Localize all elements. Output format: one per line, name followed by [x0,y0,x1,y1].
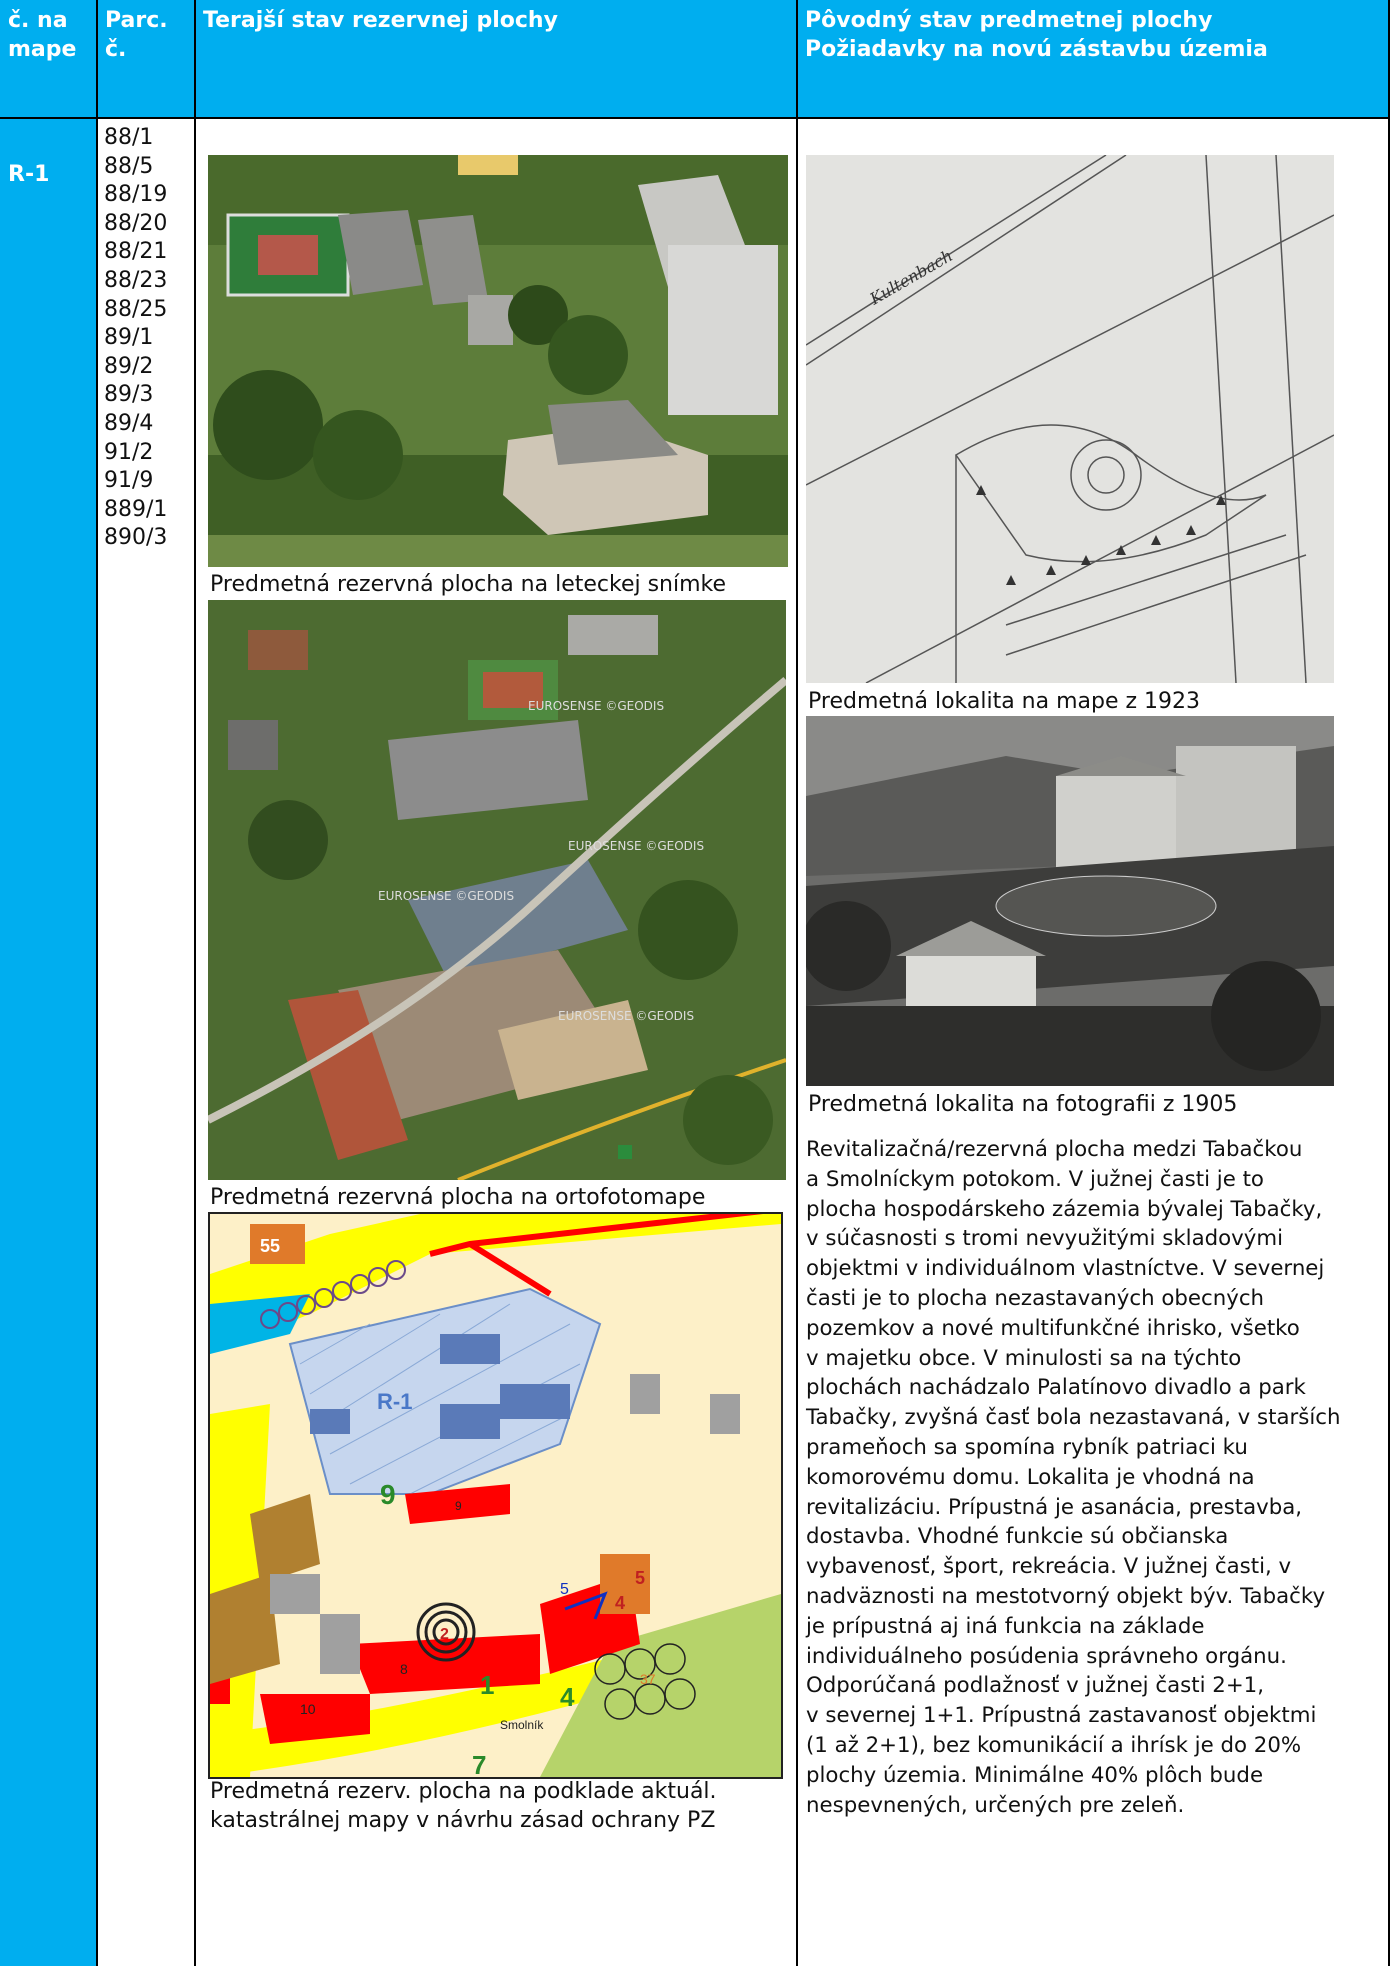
grid-line [0,117,1390,119]
grid-line [1388,0,1390,1966]
description-line: a Smolníckym potokom. V južnej časti je … [806,1166,1264,1192]
description-line: Odporúčaná podlažnosť v južnej časti 2+1… [806,1673,1264,1699]
header-col2: Parc. č. [97,0,195,118]
photo-1905-caption: Predmetná lokalita na fotografii z 1905 [808,1092,1238,1117]
description-line: komorovému domu. Lokalita je vhodná na [806,1464,1255,1490]
map-label: 5 [635,1568,645,1588]
parcel-item: 89/1 [104,325,154,351]
orthophoto: EUROSENSE ©GEODIS EUROSENSE ©GEODIS EURO… [208,600,786,1180]
description-line: plochy územia. Minimálne 40% plôch bude [806,1762,1264,1788]
parcel-item: 88/19 [104,182,168,208]
description-line: objektmi v individuálnom vlastníctve. V … [806,1256,1325,1282]
parcel-list: 88/1 88/5 88/19 88/20 88/21 88/23 88/25 … [104,124,167,553]
aerial-photo [208,155,788,567]
map-label: 9 [380,1479,396,1510]
map-label: 1 [480,1670,494,1700]
cadastral-caption-line1: Predmetná rezerv. plocha na podklade akt… [210,1779,717,1804]
header-col1: č. na mape [0,0,97,118]
map-label: 4 [615,1593,625,1613]
map-label: Smolník [500,1718,544,1732]
description-line: plochách nachádzalo Palatínovo divadlo a… [806,1375,1306,1401]
description-line: je prípustná aj iná funkcia na základe [806,1613,1205,1639]
parcel-item: 89/4 [104,410,154,436]
description-line: plocha hospodárskeho zázemia bývalej Tab… [806,1196,1323,1222]
description-text: Revitalizačná/rezervná plocha medzi Taba… [806,1135,1386,1820]
parcel-item: 91/2 [104,439,154,465]
aerial-caption: Predmetná rezervná plocha na leteckej sn… [210,572,727,597]
description-line: Revitalizačná/rezervná plocha medzi Taba… [806,1137,1303,1162]
map-label: 4 [560,1682,575,1712]
map-label: 55 [260,1236,280,1256]
description-line: nespevnených, určených pre zeleň. [806,1792,1185,1818]
description-line: nadväznosti na mestotvorný objekt býv. T… [806,1583,1326,1609]
watermark: EUROSENSE ©GEODIS [528,699,664,713]
parcel-item: 88/1 [104,125,154,150]
map-label: 10 [300,1701,316,1717]
header-col2-text: Parc. č. [105,8,168,62]
description-line: individuálneho posúdenia správneho orgán… [806,1643,1287,1669]
description-line: v majetku obce. V minulosti sa na týchto [806,1345,1242,1371]
map-label: 37 [640,1671,656,1687]
parcel-item: 88/20 [104,210,168,236]
description-line: revitalizáciu. Prípustná je asanácia, pr… [806,1494,1303,1520]
map-label: 7 [472,1750,486,1777]
description-line: prameňoch sa spomína rybník patriaci ku [806,1434,1248,1460]
parcel-item: 890/3 [104,525,168,551]
ortho-caption: Predmetná rezervná plocha na ortofotomap… [210,1185,706,1210]
parcel-item: 88/21 [104,239,168,265]
map-label-r1: R-1 [377,1389,412,1414]
parcel-item: 88/5 [104,153,154,179]
cadastral-map: R-1 55 9 9 4 5 10 8 2 1 5 4 7 Smolník 37 [208,1212,783,1779]
parcel-item: 88/25 [104,296,168,322]
cadastral-caption-line2: katastrálnej mapy v návrhu zásad ochrany… [210,1808,716,1833]
header-col4: Pôvodný stav predmetnej plochy Požiadavk… [797,0,1390,118]
grid-line [96,0,98,1966]
watermark: EUROSENSE ©GEODIS [568,839,704,853]
historic-map-1923: Kultenbach [806,155,1334,683]
header-col4-line2: Požiadavky na novú zástavbu územia [805,37,1268,62]
parcel-item: 91/9 [104,468,154,494]
watermark: EUROSENSE ©GEODIS [378,889,514,903]
description-line: Tabačky, zvyšná časť bola nezastavaná, v… [806,1405,1341,1431]
map-label: 2 [440,1626,449,1643]
map-label: 5 [560,1581,569,1598]
description-line: dostavba. Vhodné funkcie sú občianska [806,1524,1229,1550]
grid-line [796,0,798,1966]
id-column-background [0,0,97,1966]
header-col4-line1: Pôvodný stav predmetnej plochy [805,8,1213,33]
description-line: v severnej 1+1. Prípustná zastavanosť ob… [806,1703,1317,1729]
description-line: časti je to plocha nezastavaných obecnýc… [806,1285,1265,1311]
parcel-item: 889/1 [104,496,168,522]
row-id: R-1 [8,162,50,187]
description-line: (1 až 2+1), bez komunikácií a ihrísk je … [806,1732,1302,1758]
map-label: 8 [400,1661,408,1677]
map-label: 9 [455,1499,462,1513]
parcel-item: 89/3 [104,382,154,408]
description-line: vybavenosť, šport, rekreácia. V južnej č… [806,1554,1292,1580]
grid-line [194,0,196,1966]
map-1923-caption: Predmetná lokalita na mape z 1923 [808,689,1201,714]
description-line: pozemkov a nové multifunkčné ihrisko, vš… [806,1315,1300,1341]
watermark: EUROSENSE ©GEODIS [558,1009,694,1023]
parcel-item: 89/2 [104,353,154,379]
description-line: v súčasnosti s tromi nevyužitými skladov… [806,1226,1284,1252]
header-col1-text: č. na mape [8,8,77,62]
historic-photo-1905 [806,716,1334,1086]
header-col3: Terajší stav rezervnej plochy [195,0,797,118]
parcel-item: 88/23 [104,267,168,293]
header-col3-text: Terajší stav rezervnej plochy [203,8,558,33]
